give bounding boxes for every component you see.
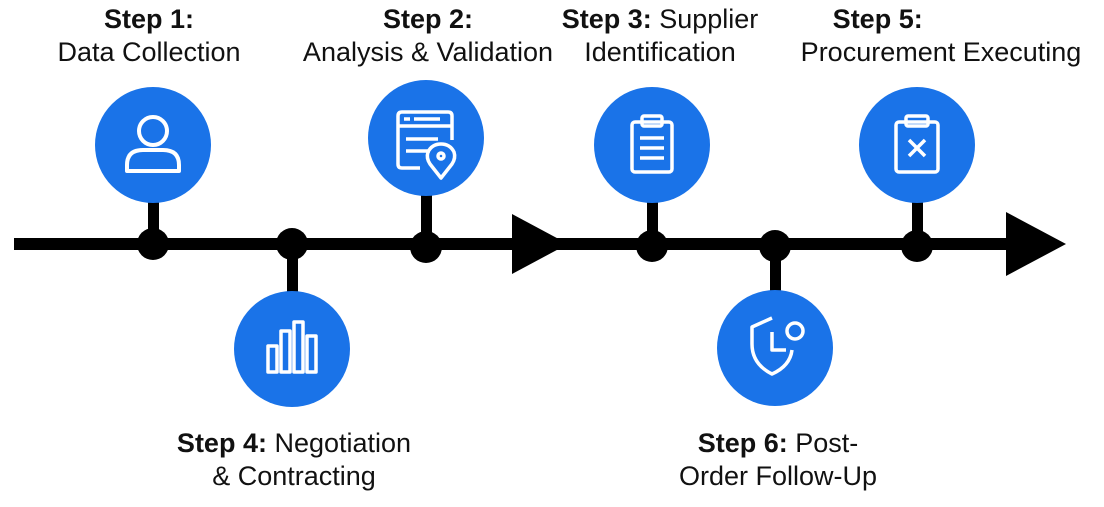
step3-node [636, 230, 668, 262]
step4-label: Step 4: Negotiation & Contracting [177, 427, 411, 493]
step2-marker [368, 80, 484, 263]
step6-name: Order Follow-Up [678, 461, 878, 491]
step4-circle [234, 291, 350, 407]
step6-connector [770, 246, 781, 294]
step6-circle [717, 290, 833, 406]
step3-title-rest: Supplier [651, 4, 759, 34]
step6-marker [717, 230, 833, 406]
step2-connector [421, 195, 432, 245]
step1-node [137, 228, 169, 260]
step3-connector [647, 200, 658, 246]
step5-name: Procurement Executing [800, 37, 1082, 67]
form-location-icon [396, 110, 457, 180]
step6-label: Step 6: Post- Order Follow-Up [679, 427, 877, 493]
step6-node [759, 230, 791, 262]
step2-name: Analysis & Validation [302, 37, 554, 67]
shield-chart-icon [750, 316, 805, 376]
step5-node [901, 230, 933, 262]
step5-label: Step 5: Procurement Executing [801, 3, 1082, 69]
step3-name: Identification [584, 37, 736, 67]
step5-marker [859, 87, 975, 262]
step4-name: & Contracting [212, 461, 376, 491]
step1-title: Step 1: [103, 4, 195, 34]
step2-label: Step 2: Analysis & Validation [303, 3, 553, 69]
step3-marker [594, 87, 710, 262]
bar-chart-icon [266, 320, 318, 374]
step4-title: Step 4: [176, 428, 267, 458]
clipboard-icon [630, 114, 674, 174]
step3-label: Step 3: Supplier Identification [562, 3, 759, 69]
step4-connector [287, 244, 298, 294]
step6-title: Step 6: [697, 428, 788, 458]
step5-connector [912, 200, 923, 246]
step1-name: Data Collection [57, 37, 241, 67]
step1-marker [95, 87, 211, 260]
step4-title-rest: Negotiation [266, 428, 412, 458]
step2-node [410, 231, 442, 263]
step3-title: Step 3: [561, 4, 652, 34]
clipboard-x-icon [894, 114, 940, 174]
step5-circle [859, 87, 975, 203]
user-icon [125, 115, 181, 173]
timeline-end-arrow [1006, 212, 1066, 276]
step3-circle [594, 87, 710, 203]
timeline-mid-arrow [512, 214, 568, 274]
step6-title-rest: Post- [787, 428, 859, 458]
step4-marker [234, 228, 350, 407]
step1-label: Step 1: Data Collection [57, 3, 240, 69]
step2-title: Step 2: [382, 4, 474, 34]
step1-connector [148, 200, 159, 244]
step4-node [276, 228, 308, 260]
step5-title: Step 5: [832, 4, 923, 34]
